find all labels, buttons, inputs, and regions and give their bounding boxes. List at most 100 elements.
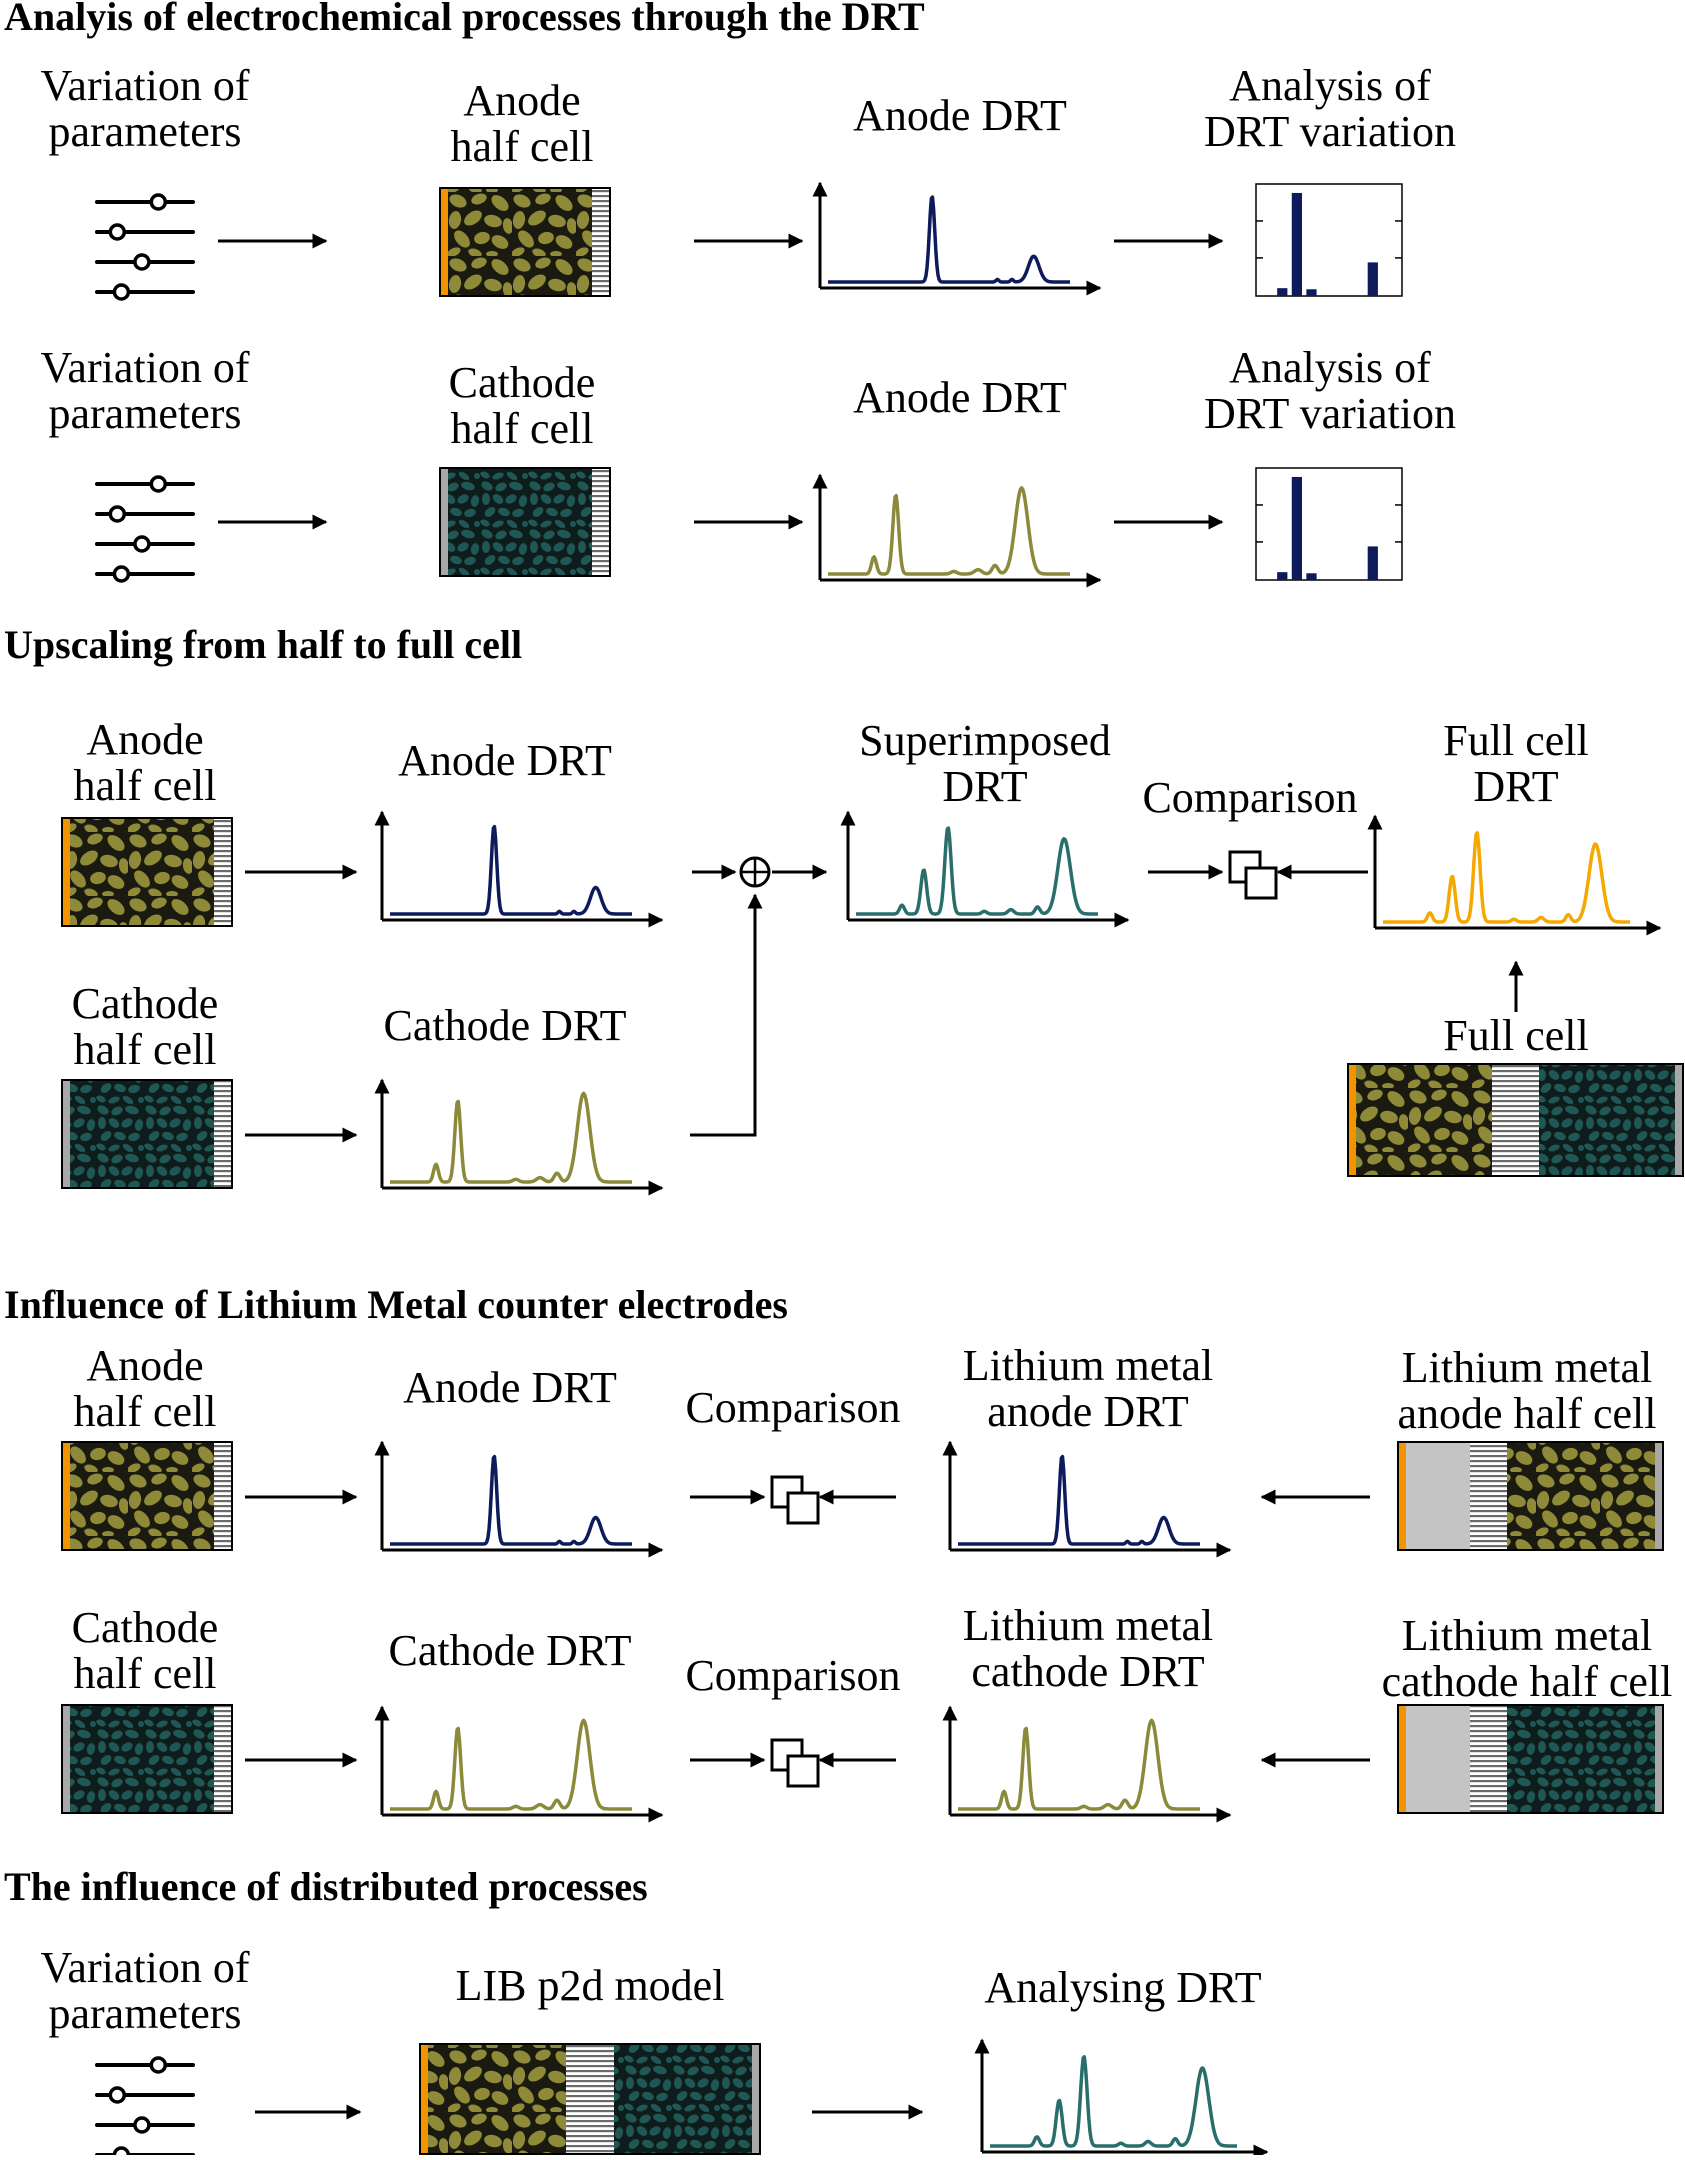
slider-knob xyxy=(112,283,131,301)
bar xyxy=(1291,476,1302,580)
li-anode-half-cell-icon xyxy=(1397,1441,1664,1551)
compare-square xyxy=(786,1754,820,1788)
slider-knob xyxy=(133,2116,151,2134)
section2-heading: Upscaling from half to full cell xyxy=(4,622,522,667)
params-label-line: parameters xyxy=(49,107,242,156)
drt-variation-bar-plot xyxy=(1255,183,1403,297)
comparison-icon xyxy=(770,1475,820,1525)
cell-label-line: Cathode xyxy=(72,979,219,1028)
cathode-particles xyxy=(614,2044,752,2154)
comparison-label: Comparison xyxy=(1142,773,1357,822)
drt-label-line: Anode DRT xyxy=(853,91,1067,140)
bar xyxy=(1277,572,1288,580)
separator xyxy=(214,1705,232,1813)
cell-border xyxy=(1347,1063,1684,1177)
section4-heading: The influence of distributed processes xyxy=(4,1864,648,1909)
li-cathode-half-cell-icon xyxy=(1397,1704,1664,1814)
slider-knob xyxy=(149,2056,168,2074)
copper-collector xyxy=(1398,1442,1406,1550)
collector xyxy=(1655,1442,1663,1550)
li-cell-label-line: Lithium metal xyxy=(1402,1611,1653,1660)
bar xyxy=(1306,289,1317,296)
sliders-icon xyxy=(95,2056,195,2160)
li-drt-label-line: anode DRT xyxy=(987,1387,1189,1436)
anode-drt-plot xyxy=(374,1440,664,1558)
drt-label: Cathode DRT xyxy=(389,1626,632,1675)
separator xyxy=(214,818,232,926)
current-collector xyxy=(62,1442,70,1550)
lithium-metal xyxy=(1406,1442,1470,1550)
cell-label-line: Cathode xyxy=(449,358,596,407)
cell-label-line: half cell xyxy=(451,404,594,453)
cathode-half-cell-icon xyxy=(439,467,611,577)
anode-half-cell-icon xyxy=(61,1441,233,1551)
lithium-metal xyxy=(1406,1705,1470,1813)
analysing-drt-plot xyxy=(974,2038,1269,2160)
drt-curve xyxy=(389,1091,633,1184)
li-anode-drt-plot xyxy=(942,1440,1232,1558)
bar xyxy=(1277,288,1288,296)
plot-frame xyxy=(1255,467,1403,581)
compare-square xyxy=(786,1491,820,1525)
cell-border xyxy=(419,2043,761,2155)
full-cell-icon xyxy=(1347,1063,1684,1177)
drt-curve xyxy=(855,826,1099,916)
drt-label: Anode DRT xyxy=(853,373,1067,422)
drt-curve xyxy=(389,824,633,916)
params-label-line: Variation of xyxy=(41,1943,250,1992)
electrode-particles xyxy=(1507,1442,1655,1550)
separator xyxy=(214,1442,232,1550)
full-cell-drt-label-line: Full cell xyxy=(1443,716,1588,765)
li-drt-label-line: cathode DRT xyxy=(971,1647,1204,1696)
params-label-line: Variation of xyxy=(41,61,250,110)
cell-border xyxy=(439,187,611,297)
current-collector xyxy=(62,1080,70,1188)
analysis-label-line: Analysis of xyxy=(1229,61,1431,110)
cathode-drt-plot xyxy=(374,1705,664,1823)
cell-border xyxy=(61,817,233,927)
params-label-line: parameters xyxy=(49,1989,242,2038)
li-drt-label-line: Lithium metal xyxy=(963,1601,1214,1650)
separator xyxy=(1470,1442,1507,1550)
analysis-label-line: DRT variation xyxy=(1204,107,1456,156)
cell-border xyxy=(61,1441,233,1551)
comparison-label-line: Comparison xyxy=(685,1651,900,1700)
electrode-particles xyxy=(70,1080,214,1188)
cell-border xyxy=(439,467,611,577)
cell-label-line: half cell xyxy=(74,1025,217,1074)
comparison-icon xyxy=(770,1738,820,1788)
drt-label: Anode DRT xyxy=(398,736,612,785)
cathode-half-cell-icon xyxy=(61,1704,233,1814)
drt-label-line: Anode DRT xyxy=(403,1363,617,1412)
section3-heading: Influence of Lithium Metal counter elect… xyxy=(4,1282,788,1327)
electrode-particles xyxy=(448,188,592,296)
anode-drt-plot xyxy=(812,181,1102,296)
slider-knob xyxy=(133,535,151,553)
drt-label-line: Cathode DRT xyxy=(389,1626,632,1675)
drt-curve xyxy=(1382,831,1631,924)
connector-arrow xyxy=(690,893,763,1137)
compare-square xyxy=(1244,866,1278,900)
electrode-particles xyxy=(70,1442,214,1550)
drt-label-line: Anode DRT xyxy=(398,736,612,785)
params-label-line: Variation of xyxy=(41,343,250,392)
current-collector xyxy=(440,468,448,576)
cell-label-line: half cell xyxy=(74,761,217,810)
cell-border xyxy=(1397,1441,1664,1551)
model-label-line: LIB p2d model xyxy=(456,1961,725,2010)
copper-collector xyxy=(420,2044,428,2154)
